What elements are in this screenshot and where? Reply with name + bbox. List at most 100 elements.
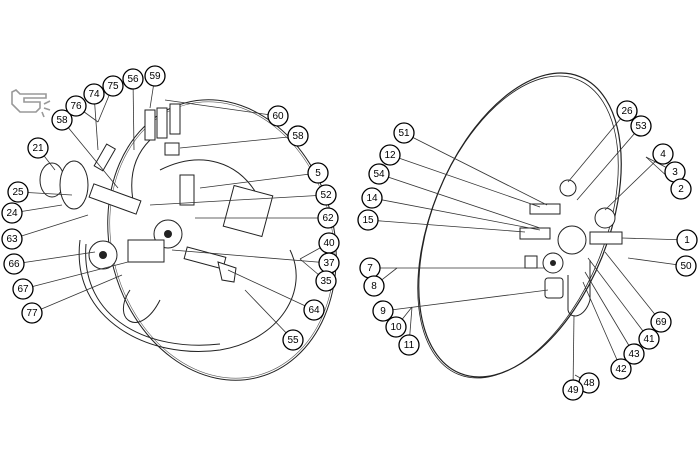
callout-number: 40 xyxy=(323,238,335,249)
callout-63[interactable]: 63 xyxy=(1,228,23,250)
leader-line xyxy=(371,197,541,231)
leader-line xyxy=(382,289,549,312)
callout-55[interactable]: 55 xyxy=(282,329,304,351)
callout-2[interactable]: 2 xyxy=(670,178,692,200)
callout-7[interactable]: 7 xyxy=(359,257,381,279)
callout-35[interactable]: 35 xyxy=(315,270,337,292)
callout-number: 60 xyxy=(272,111,284,122)
callout-circle xyxy=(675,255,697,277)
callout-26[interactable]: 26 xyxy=(616,100,638,122)
callout-number: 3 xyxy=(672,167,678,178)
callout-circle xyxy=(616,100,638,122)
hand-pointer-click-icon[interactable] xyxy=(11,89,51,118)
callout-51[interactable]: 51 xyxy=(393,122,415,144)
leader-line xyxy=(61,119,119,189)
callout-number: 74 xyxy=(88,89,100,100)
callout-49[interactable]: 49 xyxy=(562,379,584,401)
callout-10[interactable]: 10 xyxy=(385,316,407,338)
callout-74[interactable]: 74 xyxy=(83,83,105,105)
callout-1[interactable]: 1 xyxy=(676,229,698,251)
callout-54[interactable]: 54 xyxy=(368,163,390,185)
callout-circle xyxy=(317,207,339,229)
callout-circle xyxy=(610,358,632,380)
callout-circle xyxy=(379,144,401,166)
callout-circle xyxy=(638,328,660,350)
callout-circle xyxy=(393,122,415,144)
callout-58[interactable]: 58 xyxy=(51,109,73,131)
callout-37[interactable]: 37 xyxy=(318,252,340,274)
leader-line xyxy=(13,251,96,265)
callout-4[interactable]: 4 xyxy=(652,143,674,165)
callout-circle xyxy=(363,275,385,297)
callout-77[interactable]: 77 xyxy=(21,302,43,324)
callout-60[interactable]: 60 xyxy=(267,105,289,127)
callout-5[interactable]: 5 xyxy=(307,162,329,184)
right-mounting-plate xyxy=(418,72,622,378)
callout-circle xyxy=(102,75,124,97)
leader-line xyxy=(367,219,526,233)
callout-circle xyxy=(3,253,25,275)
callout-number: 58 xyxy=(56,115,68,126)
callout-50[interactable]: 50 xyxy=(675,255,697,277)
callout-41[interactable]: 41 xyxy=(638,328,660,350)
callout-76[interactable]: 76 xyxy=(65,95,87,117)
callout-12[interactable]: 12 xyxy=(379,144,401,166)
callout-56[interactable]: 56 xyxy=(122,68,144,90)
callout-42[interactable]: 42 xyxy=(610,358,632,380)
callout-circle xyxy=(287,125,309,147)
callout-58[interactable]: 58 xyxy=(287,125,309,147)
callout-number: 64 xyxy=(308,305,320,316)
callout-66[interactable]: 66 xyxy=(3,253,25,275)
leader-line xyxy=(403,132,548,206)
callout-25[interactable]: 25 xyxy=(7,181,29,203)
leader-line xyxy=(31,274,123,314)
callout-number: 11 xyxy=(404,340,415,351)
callout-15[interactable]: 15 xyxy=(357,209,379,231)
left-assembly-view xyxy=(39,99,337,381)
callout-75[interactable]: 75 xyxy=(102,75,124,97)
callout-circle xyxy=(398,334,420,356)
callout-circle xyxy=(630,115,652,137)
callout-62[interactable]: 62 xyxy=(317,207,339,229)
callout-52[interactable]: 52 xyxy=(315,184,337,206)
leader-line xyxy=(582,281,622,370)
callout-11[interactable]: 11 xyxy=(398,334,420,356)
callout-14[interactable]: 14 xyxy=(361,187,383,209)
callout-number: 48 xyxy=(583,378,595,389)
callout-69[interactable]: 69 xyxy=(650,311,672,333)
callout-circle xyxy=(27,137,49,159)
leader-line xyxy=(199,172,319,189)
callout-number: 24 xyxy=(6,208,18,219)
leader-line xyxy=(604,251,662,323)
callout-67[interactable]: 67 xyxy=(12,278,34,300)
callout-24[interactable]: 24 xyxy=(1,202,23,224)
callout-circle xyxy=(652,143,674,165)
leader-line xyxy=(179,135,299,149)
callout-circle xyxy=(372,300,394,322)
callout-number: 4 xyxy=(660,149,666,160)
leader-line xyxy=(132,78,135,151)
callout-40[interactable]: 40 xyxy=(318,232,340,254)
callout-59[interactable]: 59 xyxy=(144,65,166,87)
callout-circle xyxy=(7,181,29,203)
callout-number: 43 xyxy=(628,349,640,360)
callout-9[interactable]: 9 xyxy=(372,300,394,322)
callout-64[interactable]: 64 xyxy=(303,299,325,321)
callout-3[interactable]: 3 xyxy=(664,161,686,183)
callout-number: 41 xyxy=(643,334,655,345)
leader-line xyxy=(164,99,279,117)
callout-43[interactable]: 43 xyxy=(623,343,645,365)
callout-number: 58 xyxy=(292,131,304,142)
callout-number: 10 xyxy=(390,322,402,333)
leader-line xyxy=(171,249,330,264)
callout-8[interactable]: 8 xyxy=(363,275,385,297)
leader-line xyxy=(378,173,541,229)
callout-circle xyxy=(65,95,87,117)
callout-21[interactable]: 21 xyxy=(27,137,49,159)
callout-53[interactable]: 53 xyxy=(630,115,652,137)
callout-number: 21 xyxy=(32,143,44,154)
callout-number: 37 xyxy=(323,258,335,269)
callout-48[interactable]: 48 xyxy=(578,372,600,394)
callout-number: 54 xyxy=(373,169,385,180)
